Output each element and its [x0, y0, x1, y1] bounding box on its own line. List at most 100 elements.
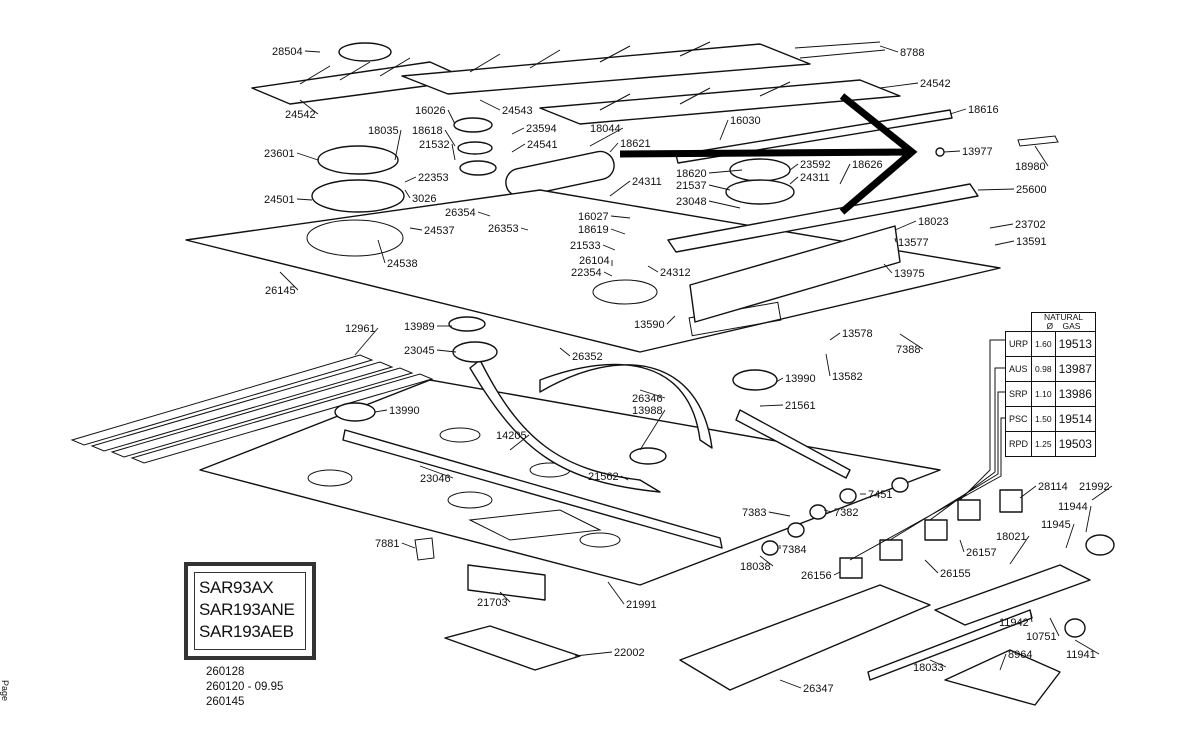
part-number-label: 11945 [1041, 519, 1071, 531]
bracket-21703 [467, 564, 546, 601]
part-number-label: 28114 [1038, 481, 1068, 493]
part-number-label: 18033 [913, 662, 944, 674]
part-number-label: 11944 [1058, 501, 1088, 513]
flame-spreader-28504 [338, 42, 392, 62]
leader-line [775, 377, 784, 383]
part-number-label: 22354 [571, 267, 602, 279]
leader-line [708, 184, 731, 191]
leader-line [409, 227, 423, 231]
part-number-label: 8964 [1008, 649, 1032, 661]
part-number-label: 26145 [265, 285, 296, 297]
part-number-label: 23048 [676, 196, 707, 208]
part-number-label: 7384 [782, 544, 806, 556]
injector-part: 13987 [1054, 356, 1096, 382]
part-number-label: 13590 [634, 319, 665, 331]
leader-line [394, 129, 402, 161]
clip-18980 [1017, 135, 1059, 147]
leader-line [511, 127, 525, 135]
leader-line [639, 409, 666, 451]
pipe-13988 [539, 363, 713, 449]
leader-line [419, 465, 454, 479]
page-edge-label: Page [0, 680, 10, 702]
part-number-label: 26347 [803, 683, 834, 695]
leader-line [279, 271, 299, 291]
leader-line [296, 198, 313, 201]
leader-line [768, 511, 791, 517]
leader-line [589, 127, 624, 147]
part-number-label: 16026 [415, 105, 446, 117]
part-number-label: 16027 [578, 211, 609, 223]
part-number-label: 10751 [1026, 631, 1057, 643]
part-number-label: 21992 [1079, 481, 1110, 493]
injector-diameter: 1.10 [1031, 381, 1056, 407]
leader-line [1034, 145, 1049, 167]
leader-line [959, 539, 965, 553]
leader-line [620, 475, 629, 481]
part-number-label: 7881 [375, 538, 399, 550]
burner-code: RPD [1004, 431, 1033, 457]
burner-code: PSC [1004, 406, 1033, 432]
leader-line [602, 244, 616, 251]
leader-line [304, 50, 321, 53]
leader-line [666, 315, 676, 325]
gasket-13989 [448, 316, 486, 332]
part-number-label: 13577 [898, 237, 929, 249]
part-number-label: 18980 [1015, 161, 1046, 173]
part-number-label: 18023 [918, 216, 949, 228]
part-number-label: 21533 [570, 240, 601, 252]
leader-line [1049, 617, 1060, 637]
leader-line [708, 200, 741, 209]
catalog-code: 260120 - 09.95 [206, 681, 284, 693]
leader-line [447, 109, 456, 125]
table-row: AUS 0.98 13987 [1004, 356, 1096, 382]
part-number-label: 14205 [496, 430, 527, 442]
rails-12961 [70, 354, 434, 464]
table-row: PSC 1.50 19514 [1004, 406, 1096, 432]
bracket-18023 [689, 225, 901, 323]
part-number-label: 7383 [742, 507, 766, 519]
clip-7881 [414, 537, 435, 561]
leader-line [479, 99, 501, 111]
part-number-label: 26156 [801, 570, 832, 582]
leader-line [559, 347, 571, 357]
leader-line [639, 389, 666, 399]
part-number-label: 25600 [1016, 184, 1047, 196]
leader-line [377, 239, 386, 264]
leader-line [943, 150, 961, 153]
gas-injector-table: NATURAL Ø GAS URP 1.60 19513 AUS 0.98 13… [1004, 312, 1096, 457]
burner-21532 [459, 160, 497, 176]
part-number-label: 18035 [368, 125, 399, 137]
fish-burner-18044 [505, 150, 615, 198]
leader-line [879, 82, 919, 89]
leader-line [789, 176, 799, 185]
burner-24501 [311, 179, 405, 213]
part-number-label: 13989 [404, 321, 435, 333]
part-number-label: 7388 [896, 344, 920, 356]
leader-line [299, 99, 319, 115]
burner-code: SRP [1004, 381, 1033, 407]
gasket-23045 [452, 341, 498, 363]
part-number-label: 23045 [404, 345, 435, 357]
burner-18618 [457, 141, 493, 155]
part-number-label: 18620 [676, 168, 707, 180]
table-leaders [849, 339, 1006, 561]
leader-line [833, 571, 841, 576]
part-number-label: 24312 [660, 267, 691, 279]
header-diameter: Ø [1046, 321, 1054, 331]
catalog-codes: 260128 260120 - 09.95 260145 [206, 665, 283, 710]
part-number-label: 18044 [590, 123, 621, 135]
leader-line [949, 108, 967, 115]
part-number-label: 21532 [419, 139, 450, 151]
part-number-label: 18619 [578, 224, 609, 236]
part-number-label: 24501 [264, 194, 295, 206]
injector-diameter: 1.25 [1031, 431, 1056, 457]
part-number-label: 22002 [614, 647, 645, 659]
part-number-label: 13582 [832, 371, 863, 383]
pipe-fittings [761, 477, 909, 556]
leader-line [1091, 485, 1113, 501]
injector-diameter: 1.50 [1031, 406, 1056, 432]
injector-diameter: 1.60 [1031, 331, 1056, 357]
leader-line [825, 353, 831, 377]
part-number-label: 16030 [730, 115, 761, 127]
leader-line [436, 349, 457, 353]
